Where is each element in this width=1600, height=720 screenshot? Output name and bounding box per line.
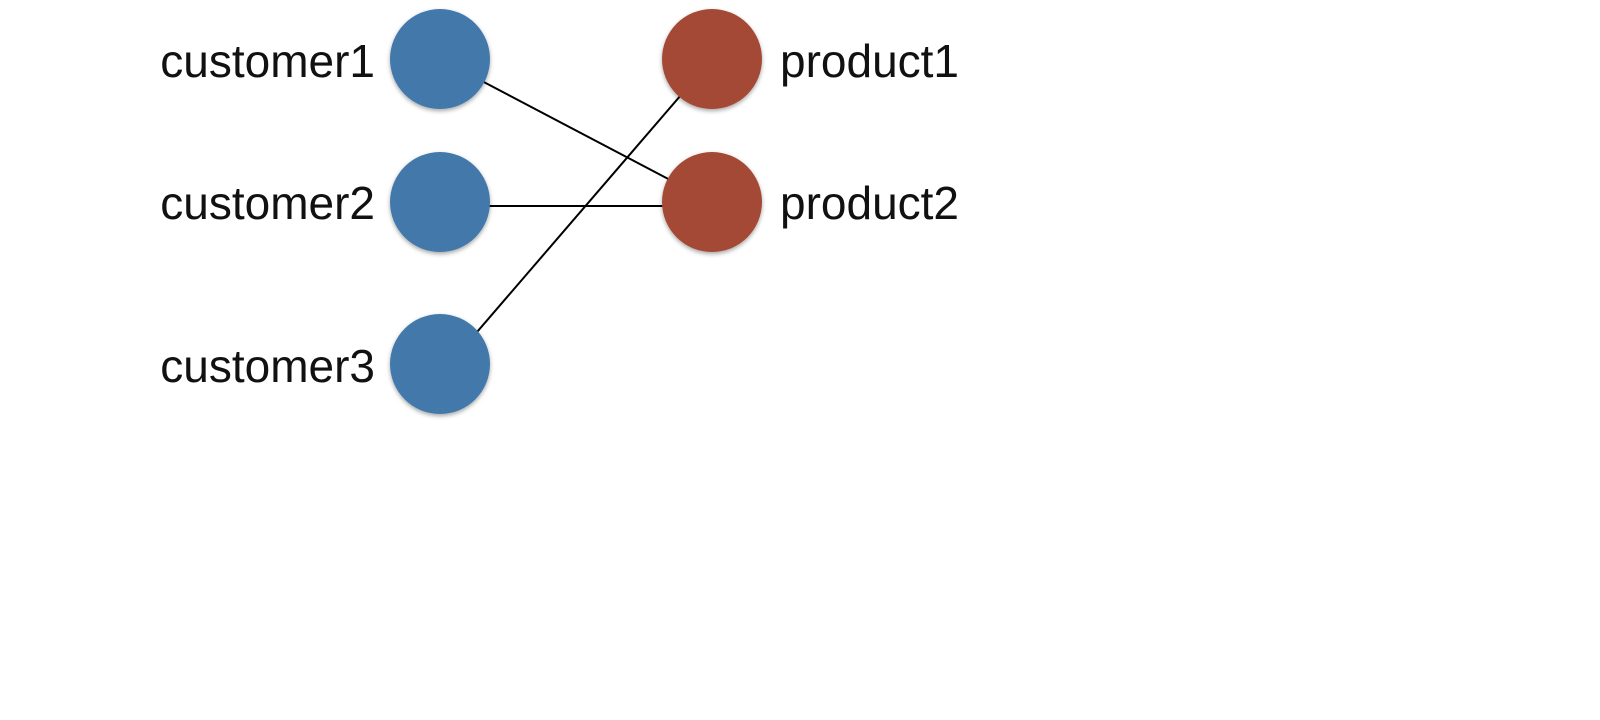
customer2-label: customer2: [160, 177, 375, 229]
customer-nodes-group: [390, 9, 490, 414]
product2-node[interactable]: [662, 152, 762, 252]
product1-label: product1: [780, 35, 959, 87]
customer1-node[interactable]: [390, 9, 490, 109]
customer3-label: customer3: [160, 340, 375, 392]
customer2-node[interactable]: [390, 152, 490, 252]
product1-node[interactable]: [662, 9, 762, 109]
product2-label: product2: [780, 177, 959, 229]
product-nodes-group: [662, 9, 762, 252]
customer1-label: customer1: [160, 35, 375, 87]
edge-customer1-product2: [439, 58, 713, 203]
customer3-node[interactable]: [390, 314, 490, 414]
labels-group: customer1 customer2 customer3 product1 p…: [160, 35, 959, 392]
edge-customer3-product1: [439, 58, 713, 376]
